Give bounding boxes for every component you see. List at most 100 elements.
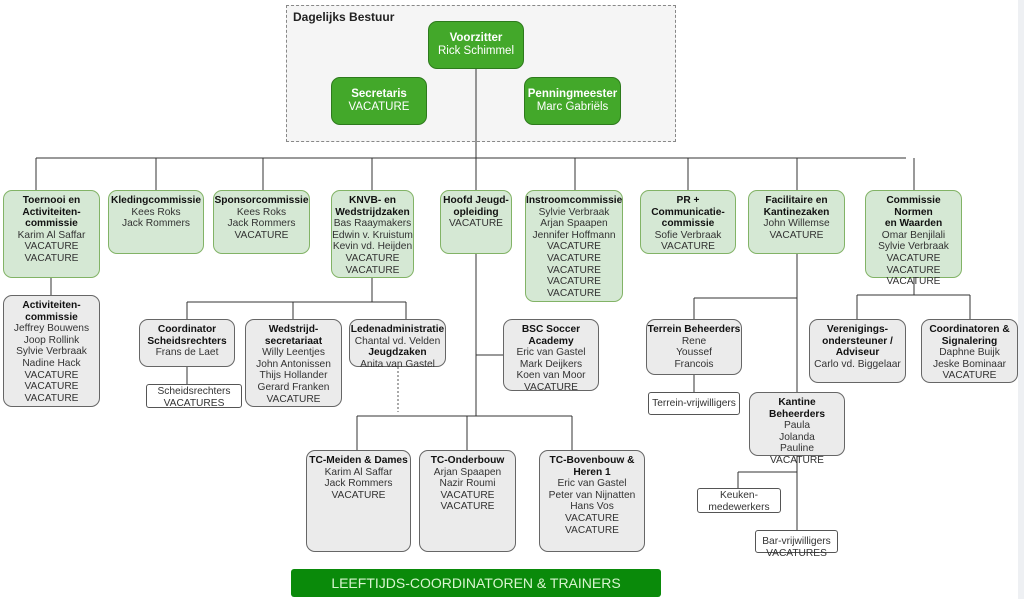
member-name: Daphne Buijk xyxy=(939,347,1000,359)
member-name: Jolanda xyxy=(779,431,815,443)
member-name: VACATURE xyxy=(769,229,824,241)
box-title: Signalering xyxy=(941,335,998,347)
member-name: VACATURE xyxy=(886,264,941,276)
member-name: Jennifer Hoffmann xyxy=(532,229,616,241)
member-name: VACATURE xyxy=(440,489,495,501)
member-name: Frans de Laet xyxy=(155,347,219,359)
box-title: secretariaat xyxy=(264,335,323,347)
member-name: VACATURES xyxy=(163,397,225,409)
member-name: VACATURE xyxy=(886,252,941,264)
member-name: VACATURE xyxy=(348,101,410,113)
member-name: Eric van Gastel xyxy=(516,347,586,359)
connector xyxy=(356,254,573,450)
member-name: Scheidsrechters xyxy=(157,386,231,397)
member-name: Willy Leentjes xyxy=(262,347,325,359)
box-title: Kantinezaken xyxy=(763,206,830,218)
member-name: VACATURE xyxy=(547,241,601,253)
member-name: Jack Rommers xyxy=(122,218,190,230)
member-name: VACATURE xyxy=(661,241,715,253)
box-title: Ledenadministratie xyxy=(350,324,445,335)
member-name: Arjan Spaapen xyxy=(433,466,502,478)
box-title: Scheidsrechters xyxy=(147,335,227,347)
box-title: Activiteiten- xyxy=(22,206,81,218)
box-title: Coordinatoren & xyxy=(929,324,1010,335)
member-name: Paula xyxy=(783,420,811,432)
member-name: Arjan Spaapen xyxy=(540,218,608,230)
member-name: VACATURE xyxy=(24,241,79,253)
member-name: Hans Vos xyxy=(570,501,614,513)
member-name: John Willemse xyxy=(763,218,830,230)
member-name: VACATURE xyxy=(440,501,495,513)
member-name: Francois xyxy=(674,358,714,370)
member-name: Carlo vd. Biggelaar xyxy=(814,358,901,370)
box-title: Coordinator xyxy=(157,324,217,335)
member-name: VACATURE xyxy=(565,524,619,536)
box-title: commissie xyxy=(25,218,78,230)
member-name: Keuken- xyxy=(720,490,758,501)
connector xyxy=(186,278,407,384)
member-name: VACATURE xyxy=(24,369,79,381)
box-title: Kledingcommissie xyxy=(110,195,202,206)
member-name: VACATURE xyxy=(234,229,289,241)
member-name: Kees Roks xyxy=(131,206,181,218)
member-name: VACATURE xyxy=(547,252,601,264)
member-name: Pauline xyxy=(780,443,814,455)
member-name: Joop Rollink xyxy=(23,334,80,346)
box-title: Activiteiten- xyxy=(22,300,81,311)
member-name: Kees Roks xyxy=(236,206,287,218)
member-name: Jeffrey Bouwens xyxy=(13,323,90,335)
member-name: Bar-vrijwilligers xyxy=(762,536,831,547)
member-name: Bas Raaymakers xyxy=(333,218,412,230)
member-name: Gerard Franken xyxy=(257,381,330,393)
window-edge xyxy=(1018,0,1024,599)
member-name: medewerkers xyxy=(708,501,770,513)
member-name: VACATURE xyxy=(524,381,578,393)
member-name: Rick Schimmel xyxy=(437,45,515,57)
member-name: Jack Rommers xyxy=(227,218,296,230)
member-name: Sylvie Verbraak xyxy=(878,241,949,253)
box-title: Wedstrijd- xyxy=(268,324,319,335)
member-name: Edwin v. Kruistum xyxy=(332,229,413,241)
member-name: Marc Gabriëls xyxy=(536,101,609,113)
box-title: Terrein Beheerders xyxy=(647,324,741,335)
box-title: Adviseur xyxy=(835,347,880,359)
member-name: VACATURE xyxy=(565,512,619,524)
connector xyxy=(35,69,915,190)
member-name: Mark Deijkers xyxy=(519,358,583,370)
box-title: BSC Soccer xyxy=(521,324,581,335)
box-title: Secretaris xyxy=(351,88,407,100)
member-name: VACATURE xyxy=(547,276,601,288)
box-title: Jeugdzaken xyxy=(368,347,427,359)
member-name: VACATURE xyxy=(24,252,79,264)
member-name: Karim Al Saffar xyxy=(324,466,393,478)
box-title: PR + Communicatie- xyxy=(651,195,725,218)
member-name: VACATURE xyxy=(770,454,824,466)
box-title: commissie xyxy=(661,218,715,230)
member-name: VACATURE xyxy=(886,276,941,288)
leeftijds-coordinatoren-banner: LEEFTIJDS-COORDINATOREN & TRAINERS xyxy=(291,569,661,597)
member-name: Chantal vd. Velden xyxy=(354,335,441,347)
box-title: Voorzitter xyxy=(449,32,503,44)
box-title: TC-Bovenbouw & xyxy=(549,455,635,466)
member-name: VACATURE xyxy=(942,370,997,382)
member-name: Peter van Nijnatten xyxy=(548,489,636,501)
box-title: en Waarden xyxy=(884,218,943,230)
box-title: KNVB- en xyxy=(349,195,396,206)
member-name: Omar Benjilali xyxy=(881,229,946,241)
